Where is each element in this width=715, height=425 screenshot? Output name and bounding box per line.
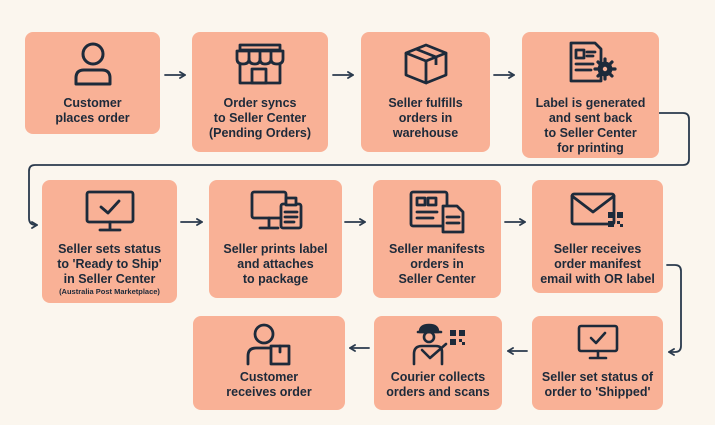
- step-label: Seller sets status to 'Ready to Ship' in…: [57, 242, 162, 286]
- step-label-generated: Label is generated and sent back to Sell…: [522, 32, 659, 158]
- step-label: Seller receives order manifest email wit…: [540, 242, 655, 286]
- step-order-syncs: Order syncs to Seller Center (Pending Or…: [192, 32, 328, 152]
- step-customer-receives: Customer receives order: [193, 316, 345, 410]
- step-seller-fulfills: Seller fulfills orders in warehouse: [361, 32, 490, 152]
- step-receives-manifest: Seller receives order manifest email wit…: [532, 180, 663, 293]
- step-label: Seller manifests orders in Seller Center: [389, 242, 485, 286]
- manifest-document-icon: [373, 188, 501, 234]
- storefront-icon: [192, 41, 328, 87]
- step-manifests-orders: Seller manifests orders in Seller Center: [373, 180, 501, 298]
- step-label: Customer receives order: [226, 370, 312, 399]
- step-customer-places-order: Customer places order: [25, 32, 160, 134]
- courier-scan-icon: [374, 322, 502, 366]
- customer-package-icon: [193, 322, 345, 366]
- step-label: Seller prints label and attaches to pack…: [223, 242, 328, 286]
- arrow-8-9: [666, 264, 682, 356]
- arrow-4-5: [28, 112, 690, 229]
- step-label: Order syncs to Seller Center (Pending Or…: [208, 96, 312, 140]
- step-label: Customer places order: [55, 96, 130, 125]
- step-label: Courier collects orders and scans: [386, 370, 490, 399]
- step-prints-label: Seller prints label and attaches to pack…: [209, 180, 342, 298]
- box-icon: [361, 39, 490, 87]
- step-set-shipped: Seller set status of order to 'Shipped': [532, 316, 663, 410]
- envelope-qr-icon: [532, 188, 663, 234]
- user-icon: [25, 41, 160, 87]
- step-sublabel: (Australia Post Marketplace): [59, 287, 160, 296]
- monitor-check-icon: [42, 188, 177, 234]
- step-courier-collects: Courier collects orders and scans: [374, 316, 502, 410]
- step-ready-to-ship: Seller sets status to 'Ready to Ship' in…: [42, 180, 177, 303]
- document-gear-icon: [522, 39, 659, 85]
- step-label: Seller fulfills orders in warehouse: [388, 96, 463, 140]
- computer-printer-icon: [209, 188, 342, 234]
- step-label: Label is generated and sent back to Sell…: [535, 96, 646, 155]
- step-label: Seller set status of order to 'Shipped': [541, 370, 654, 399]
- monitor-check-icon: [532, 323, 663, 363]
